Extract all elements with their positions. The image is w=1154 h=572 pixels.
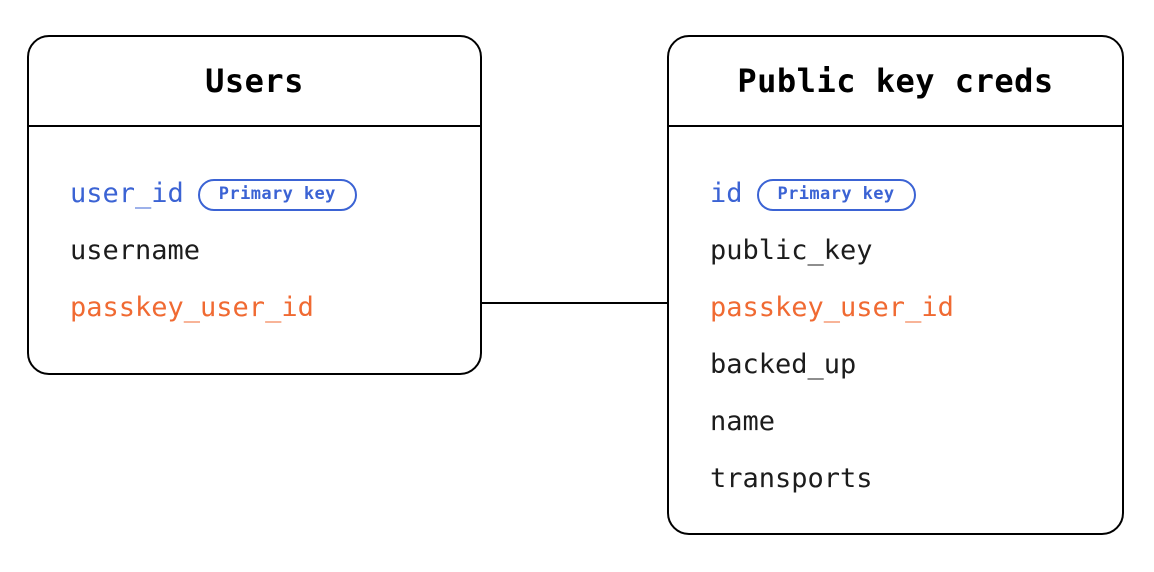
field-name-name: name: [710, 406, 776, 437]
field-row[interactable]: user_id Primary key: [70, 165, 480, 222]
entity-box-users[interactable]: Users user_id Primary key username passk…: [27, 35, 482, 375]
field-row[interactable]: name: [710, 393, 1122, 450]
field-row[interactable]: passkey_user_id: [710, 279, 1122, 336]
field-row[interactable]: username: [70, 222, 480, 279]
field-name-backed-up: backed_up: [710, 349, 857, 380]
field-row[interactable]: backed_up: [710, 336, 1122, 393]
relationship-connector-line: [481, 302, 669, 304]
field-row[interactable]: transports: [710, 450, 1122, 507]
field-row[interactable]: id Primary key: [710, 165, 1122, 222]
status-badge-primary-key: Primary key: [756, 178, 916, 211]
field-list-users: user_id Primary key username passkey_use…: [29, 129, 480, 336]
status-badge-primary-key: Primary key: [197, 178, 357, 211]
field-list-public-key-creds: id Primary key public_key passkey_user_i…: [669, 129, 1122, 507]
entity-header-public-key-creds: Public key creds: [669, 37, 1122, 127]
field-name-username: username: [70, 235, 201, 266]
entity-header-users: Users: [29, 37, 480, 127]
field-name-passkey-user-id: passkey_user_id: [70, 292, 314, 323]
field-name-passkey-user-id: passkey_user_id: [710, 292, 954, 323]
field-name-id: id: [710, 178, 743, 209]
field-row[interactable]: public_key: [710, 222, 1122, 279]
status-badge-label: Primary key: [218, 184, 336, 204]
field-name-transports: transports: [710, 463, 873, 494]
entity-box-public-key-creds[interactable]: Public key creds id Primary key public_k…: [667, 35, 1124, 535]
field-name-user-id: user_id: [70, 178, 184, 209]
entity-title-public-key-creds: Public key creds: [737, 62, 1054, 100]
field-row[interactable]: passkey_user_id: [70, 279, 480, 336]
field-name-public-key: public_key: [710, 235, 873, 266]
entity-title-users: Users: [205, 62, 304, 100]
status-badge-label: Primary key: [777, 184, 895, 204]
